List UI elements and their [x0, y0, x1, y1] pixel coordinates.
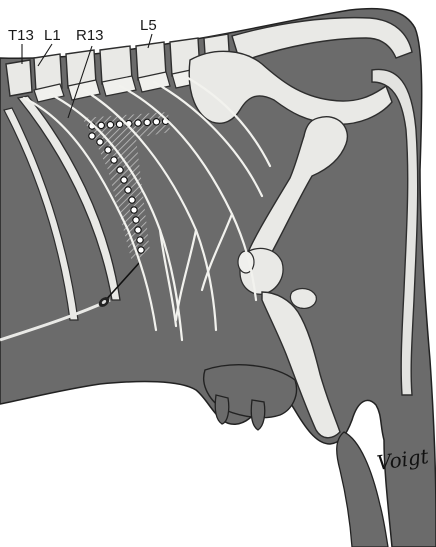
- injection-point: [153, 119, 159, 125]
- injection-point: [105, 147, 111, 153]
- label-l1: L1: [44, 27, 61, 44]
- vertebra-t13: [6, 60, 32, 96]
- lower-leg: [337, 432, 388, 547]
- teat-front: [215, 395, 229, 424]
- injection-point: [138, 247, 144, 253]
- injection-point: [107, 122, 113, 128]
- injection-point: [98, 122, 104, 128]
- injection-point: [135, 120, 141, 126]
- injection-point: [133, 217, 139, 223]
- injection-point: [135, 227, 141, 233]
- injection-point: [137, 237, 143, 243]
- label-r13: R13: [76, 27, 104, 44]
- injection-point: [117, 167, 123, 173]
- injection-point: [129, 197, 135, 203]
- injection-point: [131, 207, 137, 213]
- injection-point: [116, 121, 122, 127]
- injection-point: [144, 119, 150, 125]
- label-l5: L5: [140, 17, 157, 34]
- injection-point: [121, 177, 127, 183]
- injection-point: [125, 187, 131, 193]
- fibula-head: [290, 289, 316, 309]
- injection-point: [97, 139, 103, 145]
- teat-rear: [251, 400, 265, 430]
- injection-point: [89, 133, 95, 139]
- label-t13: T13: [8, 27, 34, 44]
- injection-point: [111, 157, 117, 163]
